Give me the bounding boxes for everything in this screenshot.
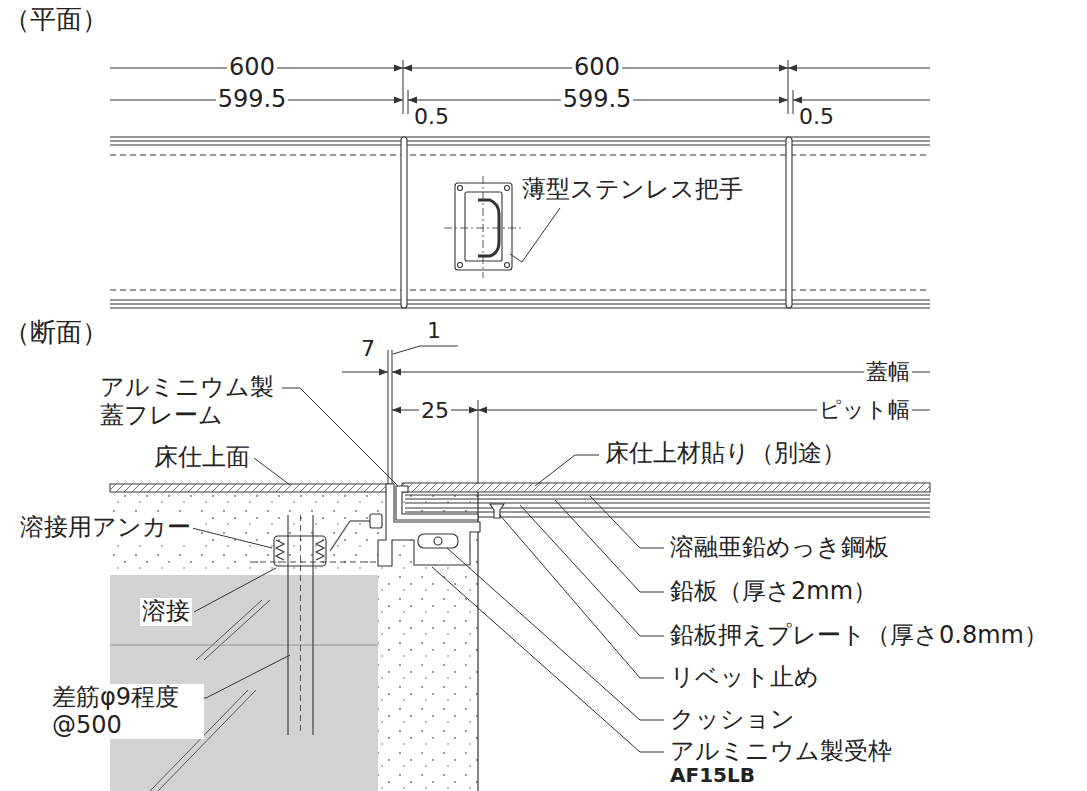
plan-view: [110, 137, 930, 308]
part-label: 鉛板（厚さ2mm）: [668, 578, 879, 606]
dimension-value: 25: [419, 398, 451, 423]
dimension-value: 1: [425, 318, 443, 343]
part-label: クッション: [668, 706, 797, 734]
part-label: アルミニウム製 蓋フレーム: [98, 374, 282, 429]
floor-finish: [110, 483, 930, 517]
part-label: 鉛板押えプレート（厚さ0.8mm）: [668, 622, 1050, 650]
part-label: リベット止め: [668, 664, 821, 692]
section-dimensions: [342, 346, 930, 484]
part-label: 差筋φ9程度 @500: [50, 684, 204, 739]
dimension-value: 7: [359, 336, 377, 361]
dimension-value: 599.5: [216, 86, 289, 114]
model-number: AF15LB: [668, 764, 757, 787]
dimension-value: 599.5: [561, 86, 634, 114]
lid-and-frame: [330, 484, 504, 566]
dimension-value: 600: [572, 54, 622, 82]
leader-lines: [186, 388, 664, 752]
dimension-value: 0.5: [797, 104, 836, 129]
part-label: 薄型ステンレス把手: [520, 176, 745, 204]
part-label: 床仕上面: [152, 444, 252, 472]
dimension-value: 蓋幅: [864, 359, 912, 384]
view-heading: （平面）: [2, 5, 110, 35]
part-label: アルミニウム製受枠: [668, 738, 894, 766]
part-label: 床仕上材貼り（別途）: [603, 440, 848, 468]
part-label: 溶融亜鉛めっき鋼板: [668, 534, 891, 562]
view-heading: （断面）: [2, 318, 110, 348]
dimension-value: 600: [227, 54, 277, 82]
dimension-value: ピット幅: [817, 397, 912, 422]
rebar-anchor: [274, 515, 326, 735]
dimension-value: 0.5: [412, 104, 451, 129]
part-label: 溶接: [140, 598, 192, 626]
part-label: 溶接用アンカー: [18, 514, 193, 542]
